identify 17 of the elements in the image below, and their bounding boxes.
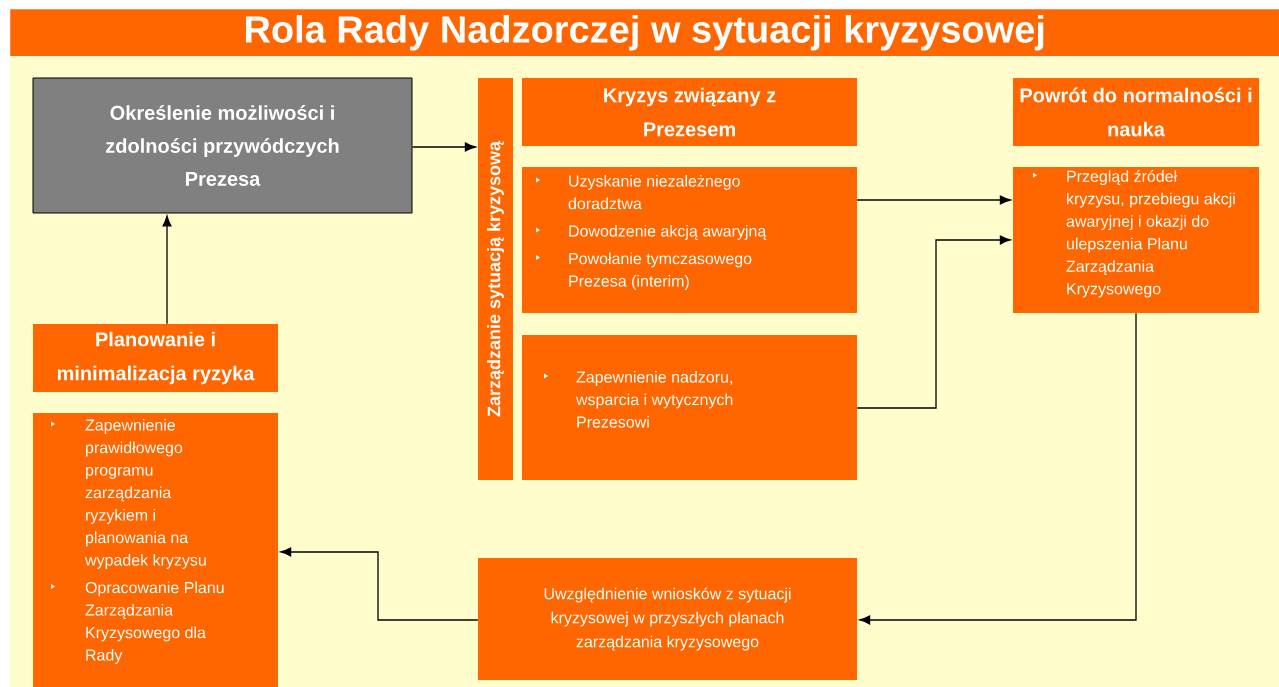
arrow (162, 215, 172, 325)
process-box: Uwzględnienie wniosków z sytuacji kryzysowej w przyszłych planach zarządzania kryzysowego (478, 558, 857, 680)
arrow (856, 235, 1011, 409)
arrow (280, 547, 479, 621)
heading-box: Planowanie i minimalizacja ryzyka (33, 324, 278, 392)
bullet-list-box: Uzyskanie niezależnego doradztwa Dowodzenie akcją awaryjną Powołanie tymczasowego Prezesa (interim) (522, 167, 857, 313)
vertical-band: Zarządzanie sytuacją kryzysową (478, 78, 513, 480)
bullet-list-box: Zapewnienie nadzoru, wsparcia i wytycznych Prezesowi (522, 335, 857, 480)
heading-box: Kryzys związany z Prezesem (522, 78, 857, 146)
process-box: Określenie możliwości i zdolności przywódczych Prezesa (32, 77, 413, 214)
bullet-list-box: Zapewnienie prawidłowego programu zarządzania ryzykiem i planowania na wypadek kryzysu Opracowanie Planu Zarządzania Kryzysowego dla Rady (33, 413, 278, 687)
heading-box: Powrót do normalności i nauka (1013, 78, 1259, 146)
arrow (859, 312, 1137, 625)
bullet-list-box: Przegląd źródeł kryzysu, przebiegu akcji awaryjnej i okazji do ulepszenia Planu Zarządzania Kryzysowego (1013, 167, 1259, 313)
title-banner: Rola Rady Nadzorczej w sytuacji kryzysowej (10, 9, 1279, 57)
arrow (856, 195, 1011, 205)
arrow (411, 142, 476, 152)
